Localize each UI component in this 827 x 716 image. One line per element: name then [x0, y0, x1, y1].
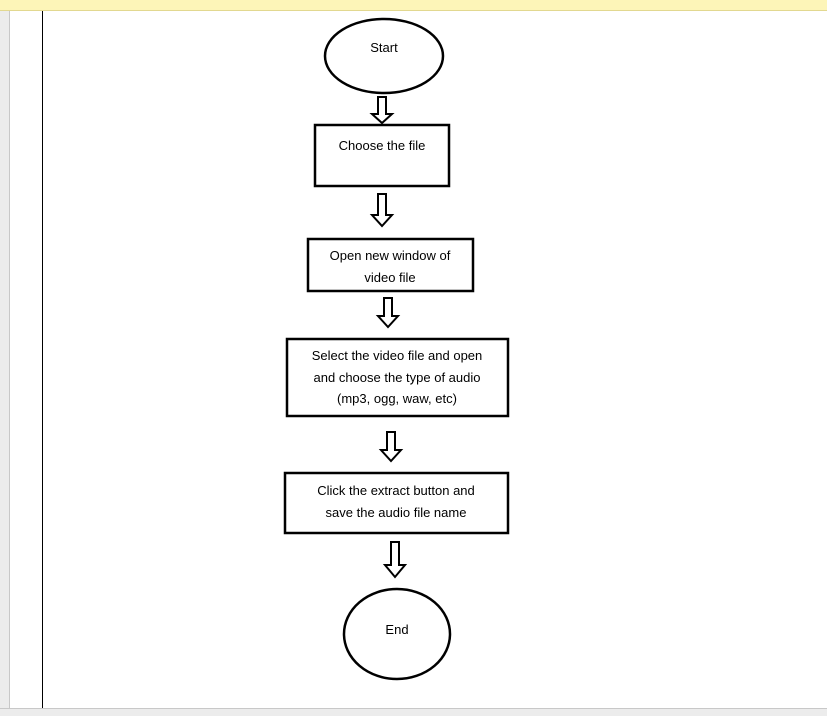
step-select-video: Select the video file and open and choos…	[285, 337, 510, 418]
flow-arrow-2	[369, 193, 395, 228]
flow-arrow-4	[378, 431, 404, 463]
document-top-bar	[0, 0, 827, 11]
step-1-line-1: Choose the file	[339, 138, 426, 153]
step-click-extract: Click the extract button and save the au…	[283, 471, 510, 535]
step-3-line-2: and choose the type of audio	[314, 370, 481, 385]
end-label: End	[385, 622, 408, 637]
step-3-line-1: Select the video file and open	[312, 348, 483, 363]
step-3-line-3: (mp3, ogg, waw, etc)	[337, 391, 457, 406]
end-node: End	[342, 587, 452, 681]
page-margin-line	[42, 11, 43, 708]
start-node: Start	[323, 17, 445, 95]
document-bottom-bar	[0, 708, 827, 716]
step-2-line-2: video file	[364, 270, 415, 285]
start-label: Start	[370, 40, 398, 55]
flow-arrow-3	[375, 297, 401, 329]
step-choose-file: Choose the file	[313, 123, 451, 188]
step-2-line-1: Open new window of	[330, 248, 451, 263]
flow-arrow-1	[369, 96, 395, 125]
step-4-line-2: save the audio file name	[326, 505, 467, 520]
step-4-line-1: Click the extract button and	[317, 483, 475, 498]
flow-arrow-5	[382, 541, 408, 579]
left-ruler-gutter	[0, 11, 10, 708]
step-open-window: Open new window of video file	[306, 237, 475, 293]
